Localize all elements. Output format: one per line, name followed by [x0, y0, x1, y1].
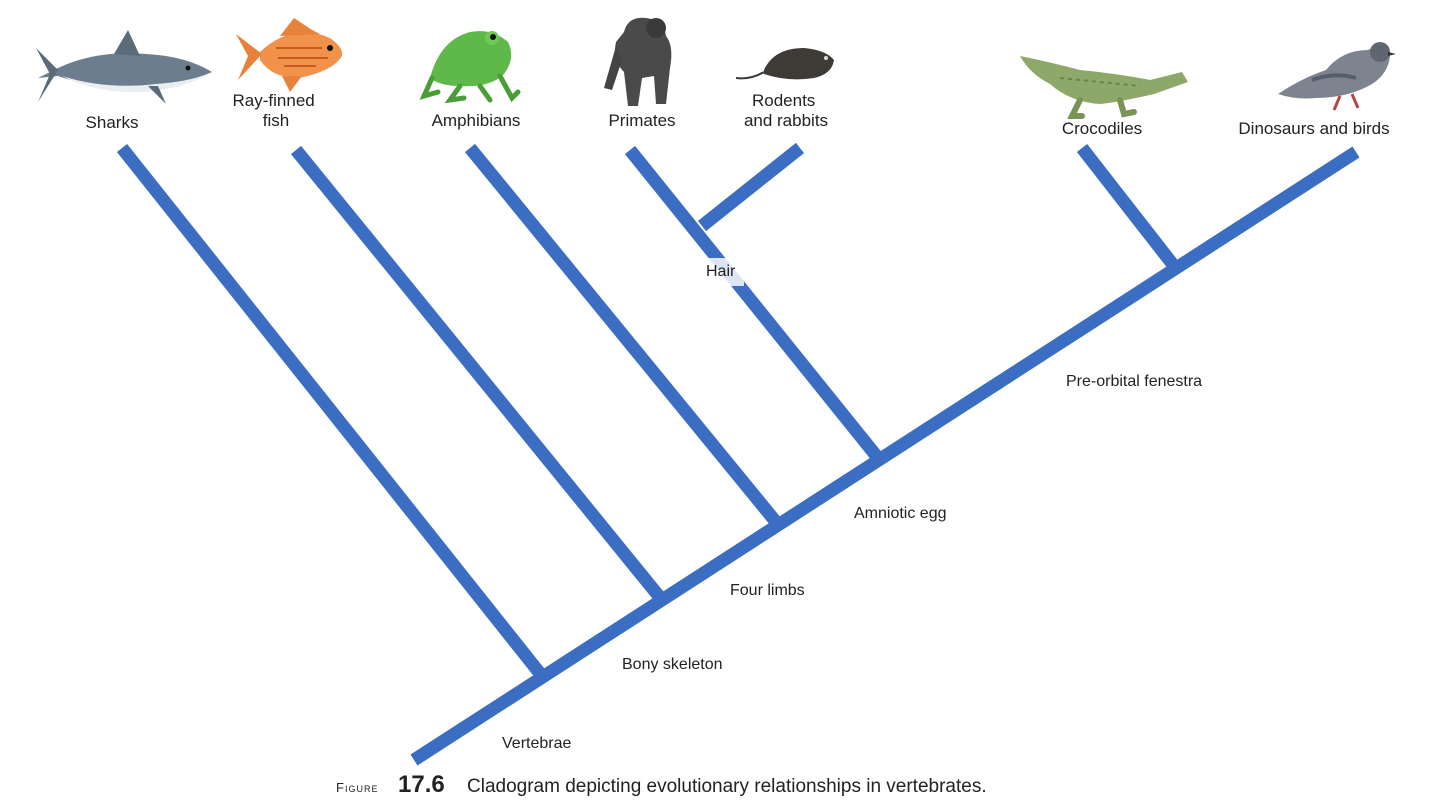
pigeon-icon	[1278, 42, 1396, 111]
taxon-labels: Sharks Ray-finned fish Amphibians Primat…	[86, 91, 1390, 138]
branch-rodents-rabbits	[697, 142, 805, 232]
cladogram-branches	[116, 142, 1360, 766]
trait-label-bony-skeleton: Bony skeleton	[622, 656, 723, 673]
fish-icon	[236, 18, 343, 92]
branch-mammals	[624, 145, 884, 463]
caption-text: Cladogram depicting evolutionary relatio…	[467, 776, 987, 797]
trait-label-hair: Hair	[706, 263, 736, 280]
branch-ray-finned-fish	[290, 145, 668, 605]
trunk	[410, 146, 1360, 766]
hair-label-highlight	[700, 258, 744, 286]
branch-amphibians	[464, 143, 782, 527]
taxon-label-dinosaurs-birds: Dinosaurs and birds	[1238, 119, 1389, 138]
taxon-label-primates: Primates	[608, 111, 675, 130]
branch-sharks	[116, 143, 548, 681]
trait-labels: Vertebrae Bony skeleton Four limbs Amnio…	[502, 263, 1202, 752]
shark-icon	[36, 30, 212, 104]
gorilla-icon	[604, 17, 672, 106]
trait-label-vertebrae: Vertebrae	[502, 735, 571, 752]
crocodile-icon	[1020, 56, 1188, 119]
caption-figure-number: 17.6	[398, 771, 445, 798]
trait-label-pre-orbital-fenestra: Pre-orbital fenestra	[1066, 373, 1202, 390]
figure-caption: Figure 17.6 Cladogram depicting evolutio…	[336, 771, 987, 798]
taxon-label-rodents-rabbits: Rodents and rabbits	[744, 91, 828, 130]
mouse-icon	[735, 48, 834, 80]
trait-label-amniotic-egg: Amniotic egg	[854, 505, 947, 522]
trait-label-four-limbs: Four limbs	[730, 582, 805, 599]
taxon-label-ray-finned-fish: Ray-finned fish	[233, 91, 320, 130]
frog-icon	[419, 31, 521, 104]
taxon-label-crocodiles: Crocodiles	[1062, 119, 1142, 138]
taxon-label-sharks: Sharks	[86, 113, 139, 132]
caption-figure-word: Figure	[336, 780, 378, 795]
branch-crocodiles	[1076, 144, 1180, 270]
taxon-label-amphibians: Amphibians	[432, 111, 521, 130]
